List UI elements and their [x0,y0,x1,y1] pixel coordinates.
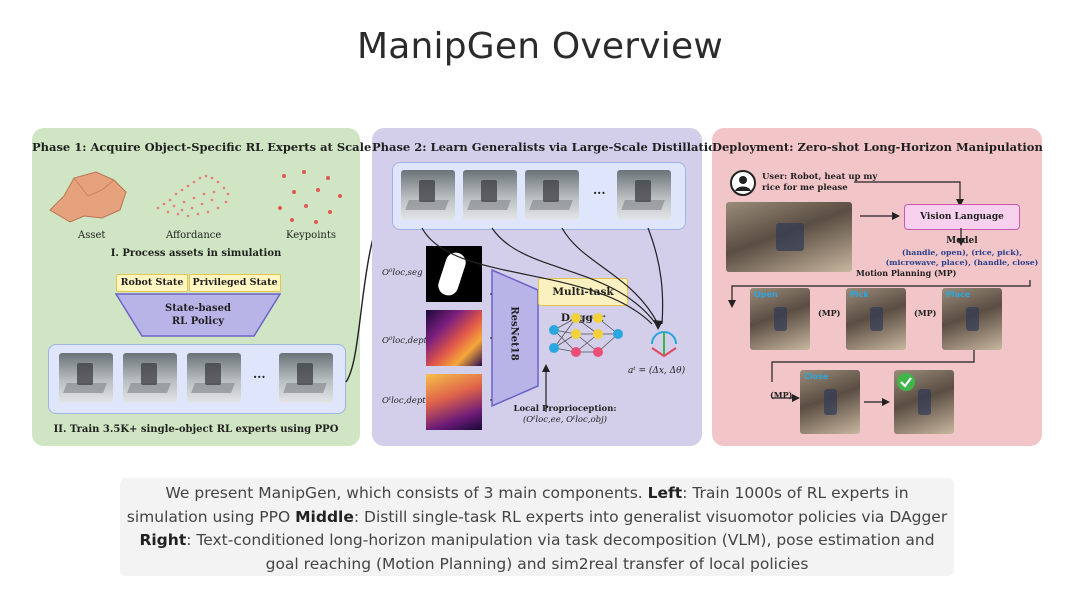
plan-line2: (microwave, place), (handle, close) [885,258,1039,267]
keypoints-icon [278,170,342,224]
sim-thumbnail [525,170,579,220]
rl-policy-line1: State-based [165,303,231,314]
frame-pick: Pick [846,288,906,350]
frame-pick-label: Pick [850,290,869,299]
proprio-line1: Local Proprioception: [513,404,617,414]
mp-label-1: (MP) [818,308,841,318]
process-assets-label: I. Process assets in simulation [110,248,282,259]
phase1-panel: Phase 1: Acquire Object-Specific RL Expe… [32,128,372,446]
sim-thumbnail [279,353,333,403]
scene-to-vlm-arrow [860,212,900,220]
frame-open: Open [750,288,810,350]
obs-deptht-label: Oᵗloc,depth [382,396,432,406]
scene-photo [726,202,852,272]
subtask-plan: (handle, open), (rice, pick), (microwave… [884,248,1040,268]
figure-caption: We present ManipGen, which consists of 3… [120,478,954,576]
depth-image-current [426,374,482,430]
frame-place-label: Place [946,290,971,299]
command-arrow [854,181,964,207]
proprio-line2: (Oᵗloc,ee, Oᵗloc,obj) [522,415,608,425]
mp-label-3: (MP) [770,390,793,400]
sim-thumbnail [401,170,455,220]
phase1-title: Phase 1: Acquire Object-Specific RL Expe… [32,140,372,154]
sim-thumbnail [59,353,113,403]
affordance-pointcloud-icon [156,174,230,218]
motion-planning-label: Motion Planning (MP) [856,268,957,278]
keypoints-label: Keypoints [286,230,336,241]
ellipsis: ... [593,183,606,197]
rl-policy-line2: RL Policy [171,316,225,327]
obs-depth0-label: O⁰loc,depth [382,336,433,346]
caption-left-label: Left [647,484,683,502]
user-line1: User: Robot, heat up my [762,172,878,182]
sim-thumbnail [123,353,177,403]
asset-mesh-icon [49,171,127,223]
caption-middle-text: : Distill single-task RL experts into ge… [353,507,948,526]
affordance-label: Affordance [166,230,222,241]
phase2-panel: Phase 2: Learn Generalists via Large-Sca… [372,128,725,446]
sim-thumbnail [463,170,517,220]
user-command: User: Robot, heat up my rice for me plea… [762,172,877,194]
plan-flow-arrow [728,280,1031,308]
final-arrow [864,398,890,406]
frame-open-label: Open [754,290,778,299]
frame-done [894,370,954,434]
experts-strip: ... [392,162,686,230]
mp-label-2: (MP) [914,308,937,318]
page-title: ManipGen Overview [357,26,723,67]
frame-close-label: Close [804,372,829,381]
vlm-output-arrow [957,228,965,246]
frame-close: Close [800,370,860,434]
action-label: aᵗ = (Δx, Δθ) [628,366,686,376]
rl-policy-label: State-based RL Policy [114,302,282,328]
policy-network-icon [549,313,623,357]
frame-place: Place [942,288,1002,350]
distillation-arrows [421,227,664,330]
vlm-box: Vision Language Model [904,204,1020,246]
robot-state-box: Robot State [116,274,188,292]
resnet-encoder [490,268,539,408]
mp-arrow-3 [772,394,800,402]
caption-right-label: Right [139,531,187,549]
phase2-title: Phase 2: Learn Generalists via Large-Sca… [372,140,725,154]
depth-image-initial [426,310,482,366]
sim-thumbnail [187,353,241,403]
action-gripper-icon [651,331,677,358]
success-check-icon [897,373,915,391]
train-experts-label: II. Train 3.5K+ single-object RL experts… [53,424,339,435]
deployment-panel: Deployment: Zero-shot Long-Horizon Manip… [712,128,1043,446]
ellipsis: ... [253,367,266,381]
row-wrap-arrow [771,350,975,382]
rl-experts-strip: ... [48,344,346,414]
proprioception-label: Local Proprioception: (Oᵗloc,ee, Oᵗloc,o… [490,404,640,426]
sim-thumbnail [617,170,671,220]
rl-policy-trapezoid [114,293,282,337]
obs-seg-label: O⁰loc,seg [382,268,423,278]
caption-middle-label: Middle [295,507,354,526]
caption-intro: We present ManipGen, which consists of 3… [165,484,648,502]
user-line2: rice for me please [762,183,848,193]
proprio-arrow [542,364,550,412]
asset-label: Asset [78,230,106,241]
plan-line1: (handle, open), (rice, pick), [901,248,1023,257]
privileged-state-box: Privileged State [189,274,281,292]
caption-left-text: : Train 1000s of RL experts in simulatio… [126,484,909,526]
deployment-title: Deployment: Zero-shot Long-Horizon Manip… [712,140,1043,154]
caption-right-text: : Text-conditioned long-horizon manipula… [186,531,935,573]
user-avatar-icon [730,170,756,196]
